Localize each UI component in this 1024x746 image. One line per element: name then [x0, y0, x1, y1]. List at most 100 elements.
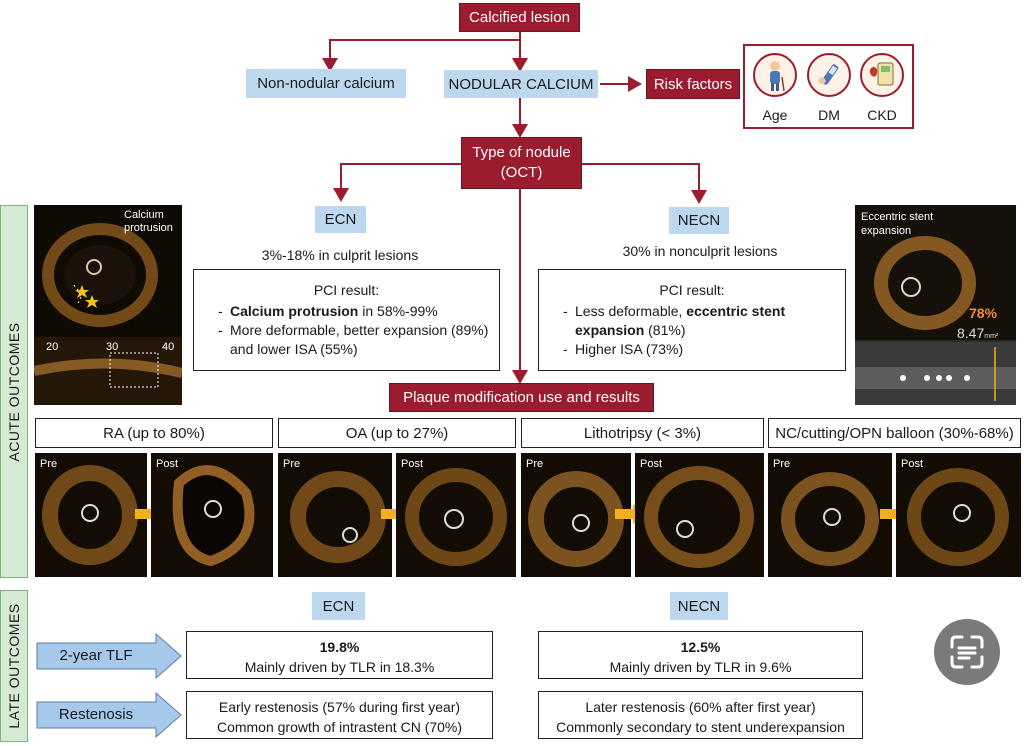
ecn-pci-item-1-bold: Calcium protrusion: [230, 303, 359, 319]
late-outcomes-text: LATE OUTCOMES: [6, 603, 22, 729]
technique-ra-header: RA (up to 80%): [35, 418, 273, 448]
tlf-arrow: 2-year TLF: [36, 632, 182, 680]
necn-restenosis-line-2: Commonly secondary to stent underexpansi…: [556, 719, 845, 735]
ecn-pci-title: PCI result:: [313, 282, 380, 298]
technique-lithotripsy-header: Lithotripsy (< 3%): [521, 418, 764, 448]
technique-oa-header: OA (up to 27%): [278, 418, 516, 448]
tick-20: 20: [46, 341, 59, 353]
necn-pci-item-2: Higher ISA (73%): [563, 340, 835, 359]
necn-pci-item-1-bold: eccentric stent expansion: [575, 303, 786, 338]
necn-label-box: NECN: [669, 207, 729, 234]
late-necn-label: NECN: [677, 597, 721, 615]
technique-lithotripsy-label: Lithotripsy (< 3%): [583, 424, 702, 442]
necn-tlf-value: 12.5%: [680, 639, 721, 655]
ecn-restenosis-line-2: Common growth of intrastent CN (70%): [216, 719, 463, 735]
ecn-restenosis-line-1: Early restenosis (57% during first year): [218, 699, 461, 715]
oa-post-image: Post: [396, 453, 516, 577]
ckd-label: CKD: [867, 107, 897, 123]
age-label: Age: [762, 107, 788, 123]
ra-pre-tag: Pre: [40, 458, 58, 470]
ra-post-image: Post: [151, 453, 273, 577]
necn-tlf-text: Mainly driven by TLR in 9.6%: [609, 659, 792, 675]
ecn-pci-item-1: Calcium protrusion in 58%-99%: [218, 302, 489, 321]
calcium-protrusion-caption: Calcium protrusion: [124, 209, 173, 234]
technique-ra-label: RA (up to 80%): [103, 424, 205, 442]
ecn-label-box: ECN: [315, 206, 366, 233]
restenosis-arrow: Restenosis: [36, 691, 182, 739]
risk-factors-label: Risk factors: [653, 75, 733, 93]
necn-pci-title: PCI result:: [659, 282, 725, 298]
age-icon: [753, 53, 797, 97]
necn-pci-item-1-pre: Less deformable,: [575, 303, 687, 319]
technique-oa-label: OA (up to 27%): [345, 424, 449, 442]
lithotripsy-post-image: Post: [635, 453, 764, 577]
ra-pre-image: Pre: [35, 453, 147, 577]
type-of-nodule-box: Type of nodule (OCT): [461, 137, 582, 189]
ecn-label: ECN: [324, 211, 357, 228]
calcium-protrusion-image: Calcium protrusion 20 30 40: [34, 205, 182, 405]
lumen-area-unit: mm²: [984, 333, 999, 340]
lithotripsy-pre-tag: Pre: [526, 458, 544, 470]
necn-prevalence: 30% in nonculprit lesions: [622, 243, 778, 259]
balloon-pre-image: Pre: [768, 453, 892, 577]
oa-pre-tag: Pre: [283, 458, 301, 470]
ecn-pci-result-box: PCI result: Calcium protrusion in 58%-99…: [193, 269, 500, 371]
tick-40: 40: [162, 341, 175, 353]
balloon-post-tag: Post: [901, 458, 924, 470]
lithotripsy-post-tag: Post: [640, 458, 663, 470]
restenosis-label: Restenosis: [58, 706, 134, 723]
technique-balloon-header: NC/cutting/OPN balloon (30%-68%): [768, 418, 1021, 448]
late-ecn-label: ECN: [322, 597, 355, 615]
ra-post-tag: Post: [156, 458, 179, 470]
ecn-pci-item-2: More deformable, better expansion (89%) …: [218, 321, 489, 359]
ecn-tlf-text: Mainly driven by TLR in 18.3%: [244, 659, 435, 675]
necn-pci-item-1: Less deformable, eccentric stent expansi…: [563, 302, 835, 340]
necn-tlf-box: 12.5% Mainly driven by TLR in 9.6%: [538, 631, 863, 679]
ecn-restenosis-box: Early restenosis (57% during first year)…: [186, 691, 493, 739]
non-nodular-calcium-box: Non-nodular calcium: [246, 69, 406, 98]
image-pairs-row: Pre Post Pre Post Pre Post Pre Post: [35, 453, 1021, 577]
eccentric-stent-image: Eccentric stent expansion 78% 8.47mm²: [855, 205, 1016, 405]
tick-30: 30: [106, 341, 119, 353]
type-of-nodule-label: Type of nodule: [472, 144, 571, 161]
necn-restenosis-line-1: Later restenosis (60% after first year): [585, 699, 816, 715]
oa-post-tag: Post: [401, 458, 424, 470]
ckd-icon: [860, 53, 904, 97]
dm-label: DM: [818, 107, 840, 123]
risk-factors-box: Risk factors: [646, 69, 740, 99]
plaque-modification-box: Plaque modification use and results: [389, 383, 654, 412]
nodular-label: NODULAR CALCIUM: [448, 75, 594, 93]
type-of-nodule-sub: (OCT): [500, 164, 543, 181]
ecn-tlf-value: 19.8%: [319, 639, 360, 655]
expansion-percent: 78%: [969, 305, 998, 321]
scan-text-icon: [950, 635, 984, 669]
nodular-calcium-box: NODULAR CALCIUM: [444, 70, 598, 98]
ecn-prevalence: 3%-18% in culprit lesions: [261, 247, 419, 263]
necn-pci-item-1-rest: (81%): [644, 322, 686, 338]
eccentric-stent-caption: Eccentric stent expansion: [861, 211, 934, 237]
flow-connectors: [322, 30, 707, 384]
scan-text-button[interactable]: [934, 619, 1000, 685]
late-outcomes-label: LATE OUTCOMES: [0, 590, 28, 742]
calcified-lesion-label: Calcified lesion: [469, 9, 570, 26]
necn-label: NECN: [677, 212, 721, 229]
technique-balloon-label: NC/cutting/OPN balloon (30%-68%): [775, 424, 1014, 442]
ecn-pci-item-1-rest: in 58%-99%: [358, 303, 438, 319]
diabetes-icon: [807, 53, 851, 97]
ecn-tlf-box: 19.8% Mainly driven by TLR in 18.3%: [186, 631, 493, 679]
non-nodular-label: Non-nodular calcium: [257, 75, 395, 92]
necn-pci-result-box: PCI result: Less deformable, eccentric s…: [538, 269, 846, 371]
plaque-modification-label: Plaque modification use and results: [403, 389, 640, 406]
late-ecn-label-box: ECN: [312, 592, 365, 620]
calcified-lesion-box: Calcified lesion: [459, 3, 580, 32]
balloon-post-image: Post: [896, 453, 1021, 577]
acute-outcomes-text: ACUTE OUTCOMES: [6, 321, 22, 462]
oa-pre-image: Pre: [278, 453, 392, 577]
acute-outcomes-label: ACUTE OUTCOMES: [0, 205, 28, 578]
late-necn-label-box: NECN: [670, 592, 728, 620]
tlf-label: 2-year TLF: [59, 647, 133, 664]
necn-restenosis-box: Later restenosis (60% after first year) …: [538, 691, 863, 739]
lumen-area-value: 8.47: [957, 325, 985, 341]
lumen-area: 8.47mm²: [957, 325, 998, 341]
risk-factors-panel: Age DM CKD: [743, 44, 914, 129]
